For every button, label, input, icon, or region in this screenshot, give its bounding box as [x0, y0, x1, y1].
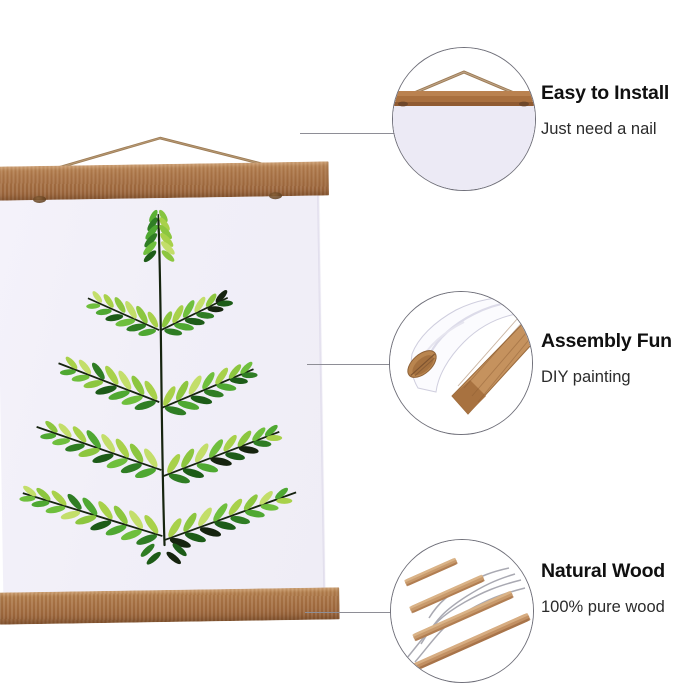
connector-line-natural-wood: [305, 612, 401, 613]
poster-hanging-on-nail-icon: [393, 48, 535, 190]
feature-labels-easy-to-install: Easy to Install Just need a nail: [541, 82, 669, 139]
wooden-sticks-bundle-icon: [391, 540, 533, 682]
feature-heading-natural-wood: Natural Wood: [541, 560, 665, 582]
feature-subtext-natural-wood: 100% pure wood: [541, 598, 665, 616]
feature-circle-assembly-fun: [389, 291, 533, 435]
feature-circle-natural-wood: [390, 539, 534, 683]
feature-subtext-assembly-fun: DIY painting: [541, 368, 631, 386]
feature-labels-natural-wood: Natural Wood 100% pure wood: [541, 560, 665, 617]
feature-subtext-easy-to-install: Just need a nail: [541, 120, 657, 138]
bottom-wood-bar: [0, 587, 340, 625]
fern-artwork: [19, 209, 297, 565]
rolled-poster-with-wood-bar-icon: [390, 292, 532, 434]
feature-heading-easy-to-install: Easy to Install: [541, 82, 670, 104]
feature-labels-assembly-fun: Assembly Fun DIY painting: [541, 330, 672, 387]
feature-heading-assembly-fun: Assembly Fun: [541, 330, 672, 352]
connector-line-easy-to-install: [300, 133, 400, 134]
connector-line-assembly-fun: [307, 364, 399, 365]
feature-circle-easy-to-install: [392, 47, 536, 191]
product-poster-hanger: [0, 125, 344, 642]
